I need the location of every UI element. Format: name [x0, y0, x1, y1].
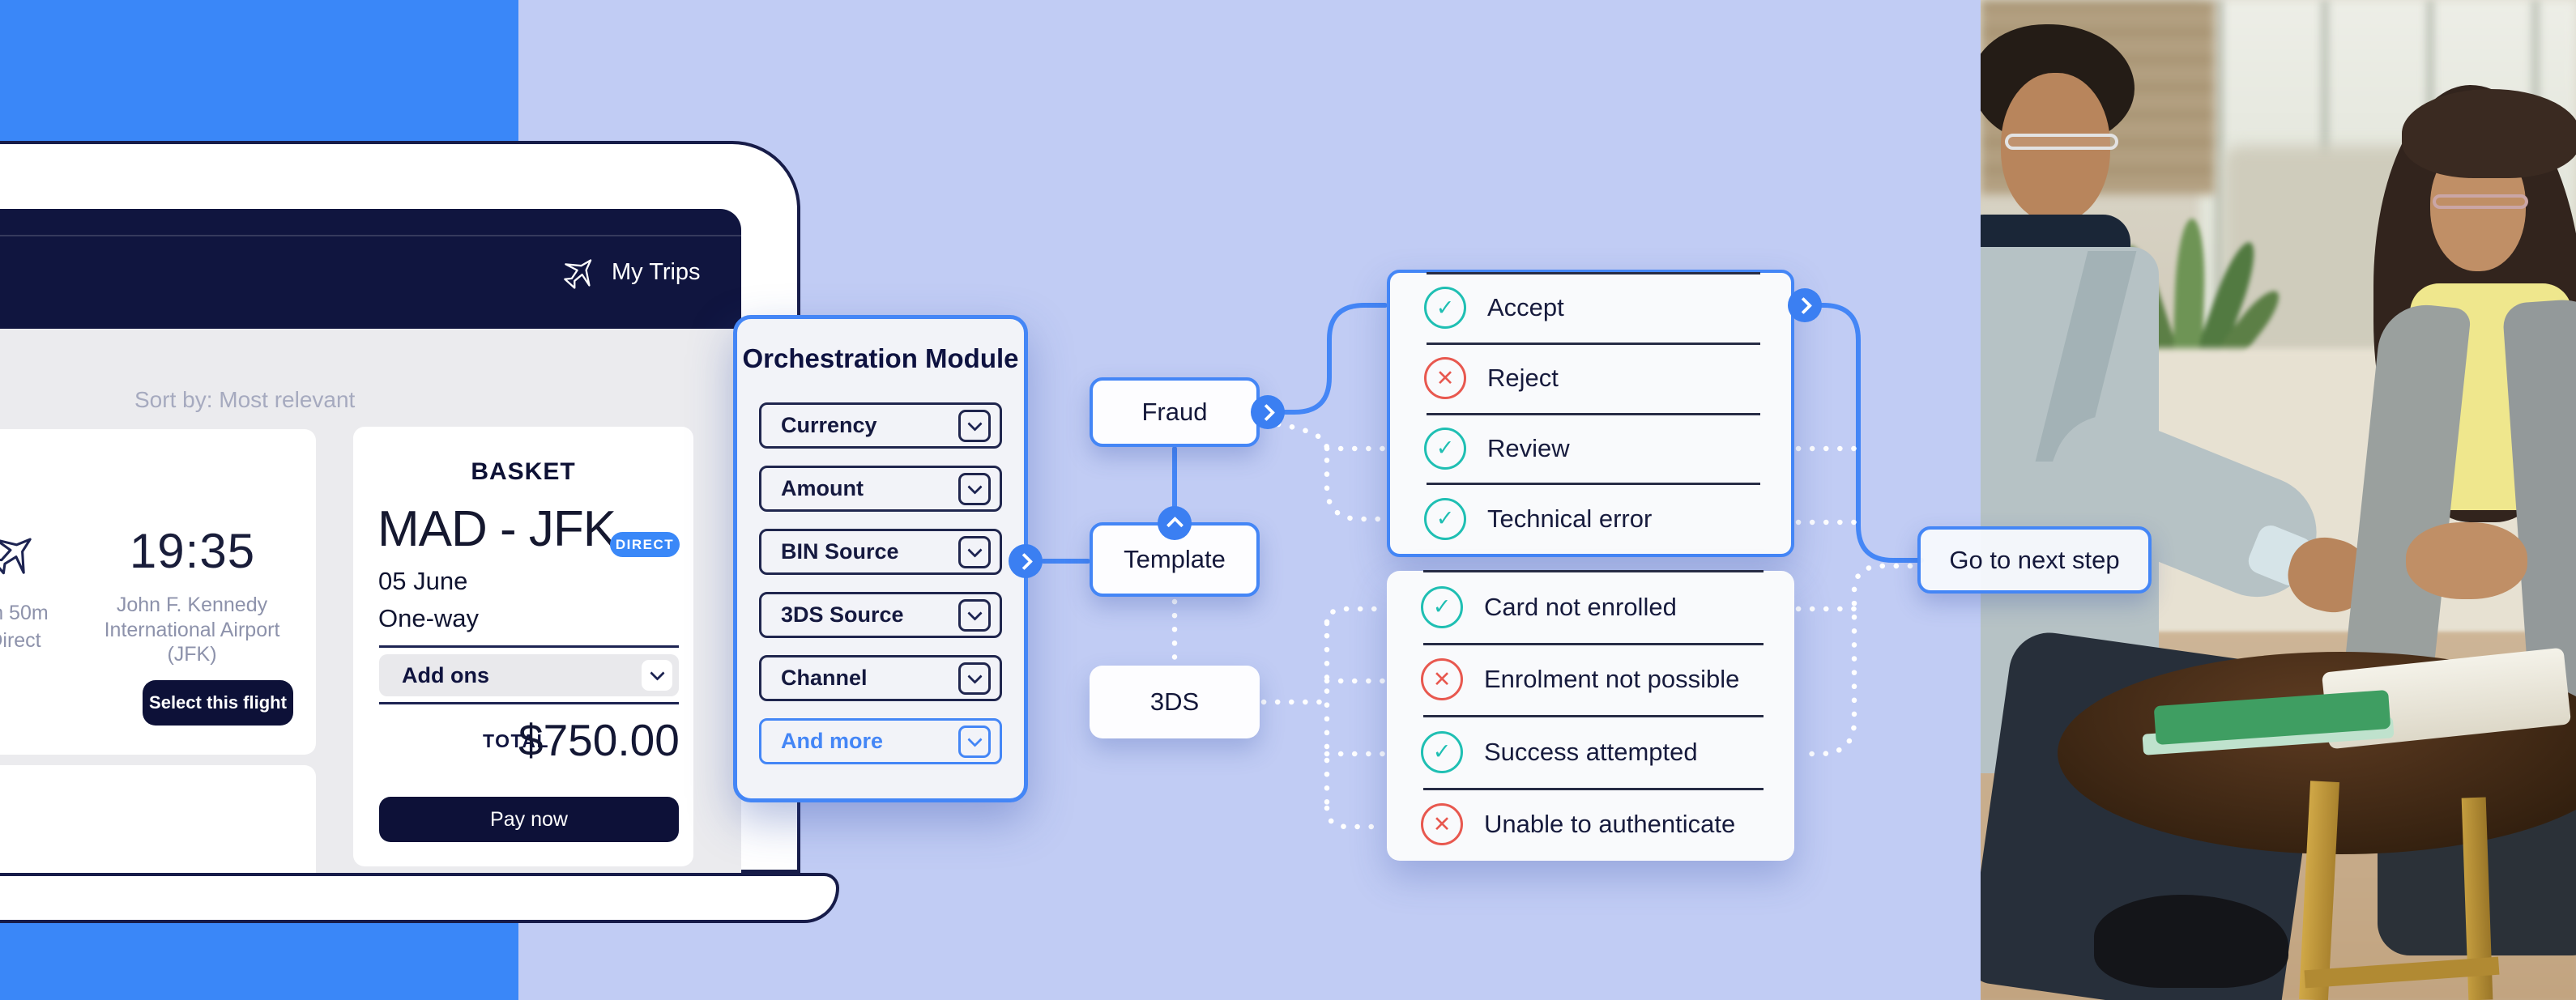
airplane-icon — [564, 259, 592, 289]
outcome-label: Review — [1487, 433, 1570, 462]
photo-man-shoe — [2094, 895, 2288, 988]
divider — [379, 645, 679, 648]
outcome-row: Reject — [1390, 342, 1791, 414]
basket-trip-type: One-way — [378, 604, 480, 632]
orchestration-dropdowns: Currency Amount BIN Source 3DS Source Ch… — [759, 402, 1002, 764]
outcome-row: Card not enrolled — [1387, 570, 1794, 644]
flight-result-card-2 — [0, 765, 316, 873]
photo-man-glasses — [2005, 134, 2118, 150]
addons-label: Add ons — [402, 662, 489, 687]
total-amount: $750.00 — [518, 715, 680, 765]
outcome-row: Unable to authenticate — [1387, 787, 1794, 862]
laptop-base — [0, 873, 839, 923]
status-icon — [1424, 287, 1466, 330]
addons-dropdown[interactable]: Add ons — [379, 654, 679, 696]
outcome-label: Accept — [1487, 293, 1564, 322]
threeds-node: 3DS — [1090, 666, 1260, 738]
orchestration-dropdown[interactable]: 3DS Source — [759, 592, 1002, 638]
outcome-label: Enrolment not possible — [1484, 665, 1740, 694]
outcome-label: Success attempted — [1484, 737, 1698, 766]
module-arrow-icon — [1009, 544, 1043, 578]
status-icon — [1424, 427, 1466, 470]
orchestration-title: Orchestration Module — [742, 343, 1019, 373]
orchestration-dropdown[interactable]: And more — [759, 718, 1002, 764]
flight-duration: 8h 50m — [0, 602, 49, 624]
template-arrow-icon — [1158, 506, 1192, 540]
status-icon — [1421, 803, 1463, 846]
basket-date: 05 June — [378, 567, 468, 595]
orchestration-dropdown[interactable]: Amount — [759, 466, 1002, 512]
dropdown-label: Currency — [781, 413, 877, 437]
chevron-down-icon[interactable] — [958, 535, 991, 568]
fraud-outcomes-list: Accept Reject Review Technical error — [1387, 270, 1794, 557]
chevron-down-icon[interactable] — [958, 662, 991, 695]
select-flight-button[interactable]: Select this flight — [143, 680, 293, 726]
chevron-down-icon[interactable] — [958, 472, 991, 505]
outcome-row: Technical error — [1390, 483, 1791, 554]
status-icon — [1424, 497, 1466, 540]
accent-block-bottom — [0, 920, 518, 1000]
fraud-node: Fraud — [1090, 377, 1260, 447]
dropdown-label: BIN Source — [781, 539, 899, 564]
photo-woman-hair-front — [2402, 89, 2576, 178]
flight-stops: Direct — [0, 629, 41, 652]
my-trips-nav[interactable]: My Trips — [561, 253, 701, 291]
accent-block-top — [0, 0, 518, 143]
outcome-label: Card not enrolled — [1484, 592, 1677, 621]
dropdown-label: And more — [781, 729, 884, 753]
outcome-row: Enrolment not possible — [1387, 642, 1794, 717]
pay-now-button[interactable]: Pay now — [379, 797, 679, 842]
basket-route: MAD - JFK — [377, 501, 616, 557]
total-label: TOTAL — [483, 730, 550, 751]
my-trips-label: My Trips — [612, 258, 701, 285]
status-icon — [1421, 730, 1463, 773]
threeds-outcomes-list: Card not enrolled Enrolment not possible… — [1387, 570, 1794, 862]
office-photo — [1981, 0, 2576, 1000]
outcome-row: Success attempted — [1387, 715, 1794, 789]
fraud-arrow-icon — [1251, 395, 1285, 429]
basket-title: BASKET — [471, 458, 576, 485]
chevron-down-icon[interactable] — [642, 660, 672, 691]
status-icon — [1421, 658, 1463, 701]
arrival-airport: John F. Kennedy International Airport (J… — [104, 594, 280, 666]
outcome-row: Accept — [1390, 272, 1791, 343]
arrival-time: 19:35 — [129, 524, 256, 578]
direct-badge: DIRECT — [610, 532, 680, 557]
orchestration-dropdown[interactable]: BIN Source — [759, 529, 1002, 575]
travel-site-header — [0, 209, 741, 329]
dropdown-label: 3DS Source — [781, 602, 904, 627]
orchestration-module-panel — [733, 315, 1028, 802]
dropdown-label: Channel — [781, 666, 868, 690]
orchestration-dropdown[interactable]: Channel — [759, 655, 1002, 701]
status-icon — [1424, 357, 1466, 400]
outcome-row: Review — [1390, 412, 1791, 484]
airplane-icon — [0, 538, 32, 575]
chevron-down-icon[interactable] — [958, 725, 991, 758]
status-icon — [1421, 585, 1463, 628]
outcome-label: Unable to authenticate — [1484, 810, 1736, 839]
photo-woman-glasses — [2433, 194, 2528, 209]
go-to-next-step-button[interactable]: Go to next step — [1917, 526, 2152, 594]
photo-woman-hands — [2406, 522, 2527, 599]
chevron-down-icon[interactable] — [958, 598, 991, 632]
dropdown-label: Amount — [781, 476, 864, 500]
outcome-label: Reject — [1487, 364, 1559, 393]
photo-woman — [2329, 65, 2576, 1000]
orchestration-dropdown[interactable]: Currency — [759, 402, 1002, 449]
sort-control[interactable]: Sort by: Most relevant — [134, 387, 356, 412]
chevron-down-icon[interactable] — [958, 409, 991, 442]
outcome-label: Technical error — [1487, 504, 1653, 533]
header-divider — [0, 235, 741, 236]
accept-arrow-icon — [1788, 288, 1822, 322]
divider — [379, 702, 679, 704]
